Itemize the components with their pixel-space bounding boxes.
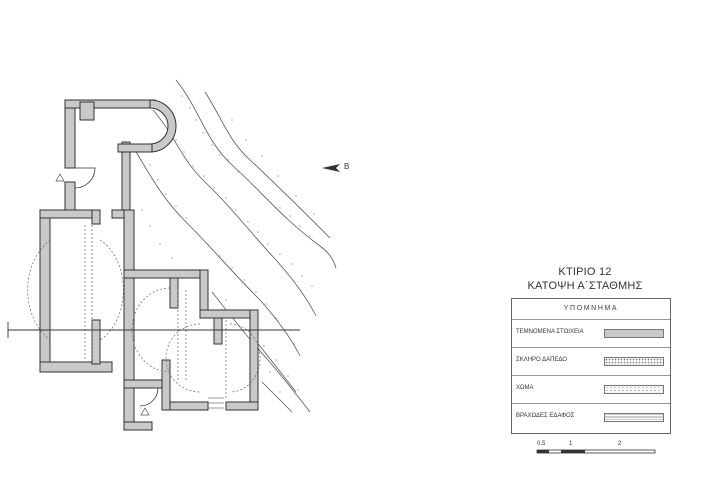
legend-row: ΒΡΑΧΩΔΕΣ ΕΔΑΦΟΣ: [512, 403, 670, 432]
legend-swatch-rocky-ground: [604, 413, 664, 422]
legend-label: ΧΩΜΑ: [516, 385, 534, 391]
legend-row: ΣΚΛΗΡΟ ΔΑΠΕΔΟ: [512, 347, 670, 376]
doors: [74, 167, 159, 407]
building-walls: [39, 99, 259, 431]
terrain-contours: [134, 79, 337, 413]
legend-box: ΥΠΟΜΝΗΜΑ ΤΕΜΝΟΜΕΝΑ ΣΤΟΙΧΕΙΑ ΣΚΛΗΡΟ ΔΑΠΕΔ…: [511, 298, 671, 434]
legend-row: ΧΩΜΑ: [512, 375, 670, 404]
scale-label: 1: [569, 441, 573, 447]
scale-bar: [536, 449, 656, 454]
drawing-subtitle: ΚΑΤΟΨΗ Α΄ΣΤΑΘΜΗΣ: [527, 280, 643, 292]
scale-label: 0.5: [537, 441, 546, 447]
north-arrow-icon: [322, 164, 340, 172]
north-label: Β: [344, 162, 350, 171]
legend-label: ΒΡΑΧΩΔΕΣ ΕΔΑΦΟΣ: [516, 413, 575, 419]
entrance-steps: [208, 397, 224, 409]
dashed-arches: [27, 225, 261, 400]
legend-swatch-soil: [604, 385, 664, 394]
legend-heading: ΥΠΟΜΝΗΜΑ: [512, 299, 670, 320]
terrain-dots: [141, 95, 315, 393]
legend-swatch-hard-floor: [604, 357, 664, 366]
drawing-title: ΚΤΙΡΙΟ 12: [558, 266, 612, 278]
scale-label: 2: [618, 441, 622, 447]
legend-swatch-cut-elements: [604, 329, 664, 338]
legend-label: ΤΕΜΝΟΜΕΝΑ ΣΤΟΙΧΕΙΑ: [516, 329, 584, 335]
legend-row: ΤΕΜΝΟΜΕΝΑ ΣΤΟΙΧΕΙΑ: [512, 319, 670, 348]
level-markers: [55, 173, 150, 416]
legend-label: ΣΚΛΗΡΟ ΔΑΠΕΔΟ: [516, 357, 567, 363]
